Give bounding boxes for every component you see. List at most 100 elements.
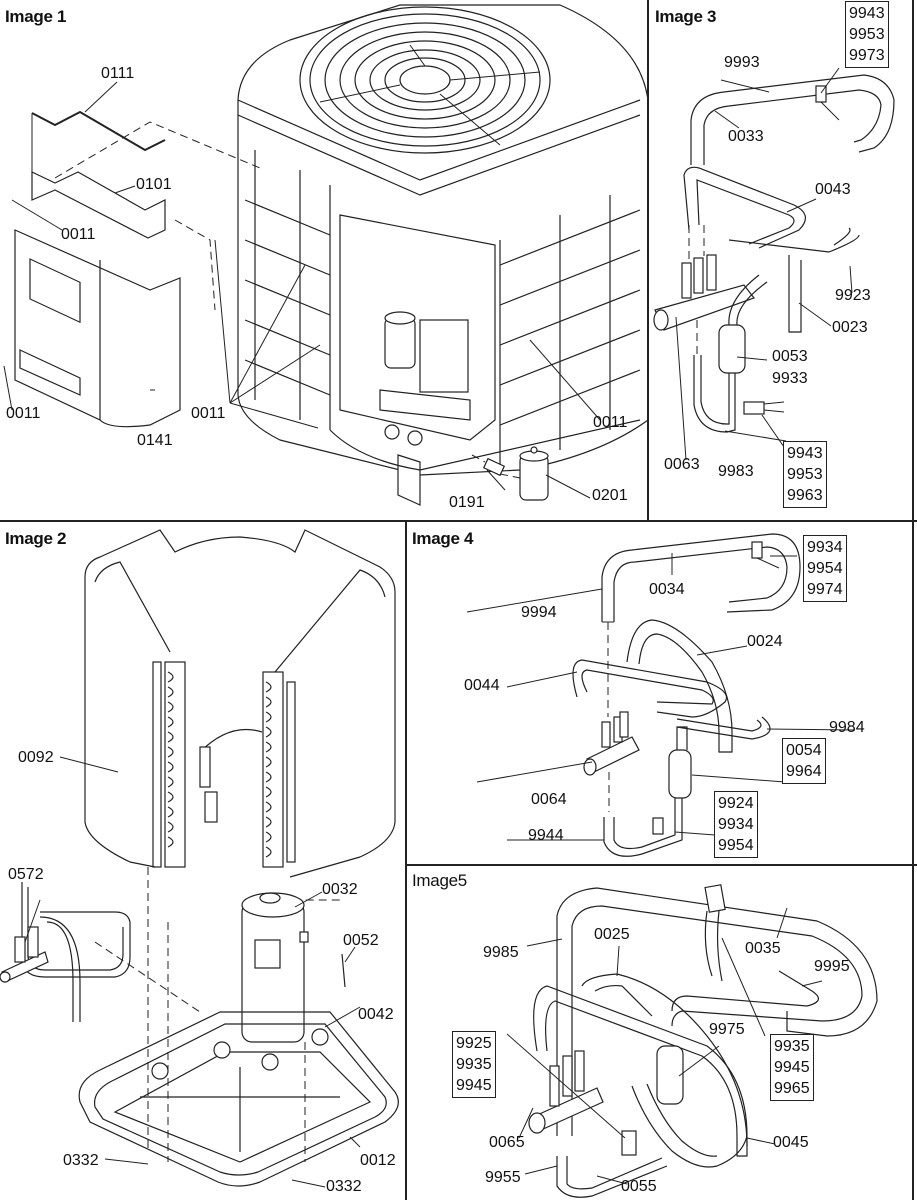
part-number: 9935 — [456, 1056, 492, 1073]
part-label-0025: 0025 — [594, 926, 630, 943]
part-label-0053: 0053 — [772, 348, 808, 365]
part-number: 9954 — [807, 560, 843, 577]
tubing-assembly-drawing-5 — [506, 884, 878, 1198]
panel-image-5: Image5 9985 0025 0035 9995 9975 9925 993… — [407, 866, 912, 1200]
panel-image-1: Image 1 0111 0101 0011 0011 0141 0011 00… — [0, 0, 647, 520]
part-label-0035: 0035 — [745, 940, 781, 957]
part-number: 9974 — [807, 581, 843, 598]
tubing-assembly-drawing-3 — [653, 67, 895, 461]
panel-title-image-3: Image 3 — [655, 7, 717, 26]
part-number: 9953 — [787, 466, 823, 483]
part-label-9944: 9944 — [528, 827, 564, 844]
part-number: 9965 — [774, 1080, 810, 1097]
panel-title-image-1: Image 1 — [5, 7, 67, 26]
part-callout-box-left: 9925 9935 9945 — [452, 1031, 496, 1098]
part-label-9955: 9955 — [485, 1169, 521, 1186]
part-label-0043: 0043 — [815, 181, 851, 198]
base-pan-part — [78, 1011, 399, 1187]
muffler-part — [668, 749, 692, 799]
divider-panel-2-4 — [405, 521, 407, 1200]
panel-title-image-2: Image 2 — [5, 529, 67, 548]
part-number: 9963 — [787, 487, 823, 504]
part-label-0011: 0011 — [593, 414, 628, 431]
compressor-part — [384, 317, 416, 369]
part-label-0034: 0034 — [649, 581, 685, 598]
part-label-0024: 0024 — [747, 633, 783, 650]
part-label-0011: 0011 — [191, 405, 226, 422]
control-box-cover-part — [31, 171, 166, 239]
part-label-0092: 0092 — [18, 749, 54, 766]
part-label-9994: 9994 — [521, 604, 557, 621]
part-label-0055: 0055 — [621, 1178, 657, 1195]
compressor-part — [241, 901, 305, 1043]
part-label-9983: 9983 — [718, 463, 754, 480]
part-label-0023: 0023 — [832, 319, 868, 336]
part-callout-box-bottom: 9924 9934 9954 — [714, 791, 758, 858]
part-number: 9934 — [718, 816, 754, 833]
outdoor-unit-exploded-drawing — [3, 4, 647, 506]
part-label-9993: 9993 — [724, 54, 760, 71]
control-box-part — [419, 319, 469, 393]
part-callout-box-right: 9935 9945 9965 — [770, 1034, 814, 1101]
accumulator-part — [519, 454, 549, 501]
coil-and-base-drawing — [0, 529, 399, 1188]
part-label-9923: 9923 — [835, 287, 871, 304]
part-callout-box-bottom: 9943 9953 9963 — [783, 441, 827, 508]
part-label-9985: 9985 — [483, 944, 519, 961]
part-number: 9943 — [787, 445, 823, 462]
part-number: 0054 — [786, 742, 822, 759]
part-label-9975: 9975 — [709, 1021, 745, 1038]
border-right — [912, 0, 914, 1200]
part-label-0045: 0045 — [773, 1134, 809, 1151]
muffler-part — [656, 1045, 684, 1105]
tubing-assembly-drawing-4 — [466, 533, 856, 857]
part-callout-box-middle: 0054 9964 — [782, 738, 826, 784]
part-label-0191: 0191 — [449, 494, 485, 511]
part-callout-box-top: 9934 9954 9974 — [803, 535, 847, 602]
part-label-0042: 0042 — [358, 1006, 394, 1023]
part-number: 9973 — [849, 47, 885, 64]
part-label-0111: 0111 — [101, 65, 135, 82]
panel-image-2: Image 2 0092 0572 0032 0052 0042 0332 00… — [0, 522, 405, 1200]
divider-horizontal-main — [0, 520, 917, 522]
reversing-valve-part — [654, 284, 755, 331]
part-label-0332: 0332 — [326, 1178, 362, 1195]
panel-title-image-4: Image 4 — [412, 529, 474, 548]
part-label-9995: 9995 — [814, 958, 850, 975]
pressure-switch-part — [652, 817, 664, 835]
panel-title-image-5: Image5 — [412, 871, 467, 890]
part-label-0201: 0201 — [592, 487, 628, 504]
part-label-0101: 0101 — [136, 176, 172, 193]
divider-panel-1-3 — [647, 0, 649, 521]
divider-panel-4-5 — [406, 864, 917, 866]
part-label-0141: 0141 — [137, 432, 173, 449]
pressure-switch-part — [621, 1130, 637, 1156]
panel-image-3: Image 3 9943 9953 9973 9993 0033 0043 99… — [649, 0, 912, 520]
part-number: 9953 — [849, 26, 885, 43]
part-number: 9924 — [718, 795, 754, 812]
part-label-9933: 9933 — [772, 370, 808, 387]
part-number: 9954 — [718, 837, 754, 854]
part-label-0064: 0064 — [531, 791, 567, 808]
part-number: 9925 — [456, 1035, 492, 1052]
part-number: 9934 — [807, 539, 843, 556]
part-label-0063: 0063 — [664, 456, 700, 473]
part-label-0012: 0012 — [360, 1152, 396, 1169]
part-label-0011: 0011 — [6, 405, 41, 422]
part-label-0572: 0572 — [8, 866, 44, 883]
part-label-0052: 0052 — [343, 932, 379, 949]
part-label-0044: 0044 — [464, 677, 500, 694]
part-callout-box-top: 9943 9953 9973 — [845, 1, 889, 68]
top-cover-part — [31, 110, 166, 152]
part-number: 9935 — [774, 1038, 810, 1055]
part-label-0033: 0033 — [728, 128, 764, 145]
part-number: 9945 — [456, 1077, 492, 1094]
part-label-9984: 9984 — [829, 719, 865, 736]
muffler-part — [718, 324, 746, 374]
part-label-0032: 0032 — [322, 881, 358, 898]
part-label-0011: 0011 — [61, 226, 96, 243]
part-number: 9945 — [774, 1059, 810, 1076]
part-label-0065: 0065 — [489, 1134, 525, 1151]
panel-image-4: Image 4 0034 9994 9934 9954 9974 0024 00… — [407, 522, 912, 864]
part-number: 9943 — [849, 5, 885, 22]
